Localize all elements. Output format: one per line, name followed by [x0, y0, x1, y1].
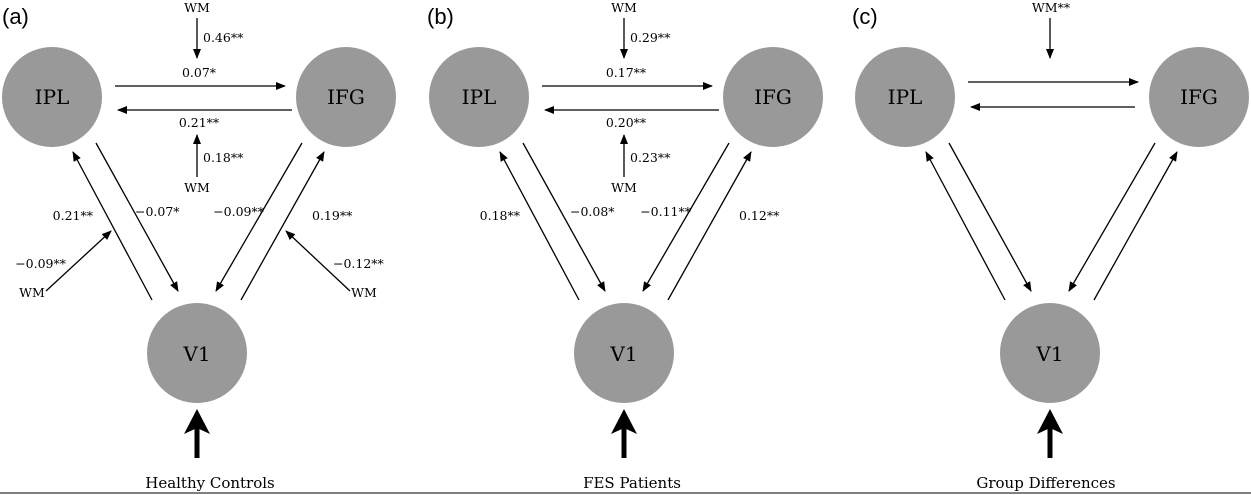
wm-label-mid: WM: [184, 180, 210, 195]
edge-ifg-to-v1: [1068, 142, 1156, 292]
coef-ifg-to-v1: −0.09**: [213, 204, 265, 219]
edge-ipl-to-v1: [95, 142, 179, 292]
input-arrow-icon: [184, 409, 210, 434]
coef-ipl-to-ifg: 0.17**: [606, 65, 647, 80]
wm-label-top: WM: [184, 0, 210, 15]
coef-ipl-to-ifg: 0.07*: [182, 65, 217, 80]
node-ifg: [1149, 47, 1249, 147]
panel-b: (b) IPL IFG V1 WM 0.29** 0.17** 0.20** 0…: [427, 0, 823, 492]
node-ifg-label: IFG: [754, 85, 792, 109]
wm-label-left: WM: [19, 285, 45, 300]
node-ifg-label: IFG: [1180, 85, 1218, 109]
panel-caption: FES Patients: [583, 474, 681, 492]
node-v1: [147, 303, 247, 403]
panel-caption: Healthy Controls: [145, 474, 275, 492]
coef-ifg-to-ipl: 0.21**: [179, 115, 220, 130]
node-ifg: [723, 47, 823, 147]
node-ipl-label: IPL: [888, 85, 923, 109]
node-ipl: [429, 47, 529, 147]
wm-label-right: WM: [351, 285, 377, 300]
panel-caption: Group Differences: [976, 474, 1115, 492]
node-ipl: [855, 47, 955, 147]
edge-v1-to-ifg: [240, 151, 325, 301]
coef-ipl-to-v1: −0.08*: [570, 204, 615, 219]
wm-label-top: WM**: [1032, 0, 1071, 15]
edge-v1-to-ifg: [667, 151, 752, 301]
coef-wm-top: 0.29**: [630, 30, 671, 45]
panel-letter: (c): [852, 4, 878, 29]
node-ipl-label: IPL: [35, 85, 70, 109]
panel-letter: (a): [2, 4, 29, 29]
coef-wm-mid: 0.23**: [630, 150, 671, 165]
edge-v1-to-ipl: [72, 151, 153, 301]
edge-ifg-to-v1: [642, 142, 730, 292]
coef-wm-top: 0.46**: [203, 30, 244, 45]
edge-ipl-to-v1: [522, 142, 606, 292]
node-v1-label: V1: [182, 342, 210, 366]
wm-label-mid: WM: [611, 180, 637, 195]
panel-a: (a) IPL IFG V1 WM 0.46** 0.07* 0.21** 0.…: [2, 0, 396, 492]
node-v1-label: V1: [1035, 342, 1063, 366]
edge-ifg-to-v1: [215, 142, 303, 292]
edge-ipl-to-v1: [948, 142, 1032, 292]
panel-letter: (b): [427, 4, 454, 29]
input-arrow-icon: [1037, 409, 1063, 434]
coef-ifg-to-v1: −0.11**: [640, 204, 692, 219]
node-v1: [1000, 303, 1100, 403]
input-arrow-icon: [611, 409, 637, 434]
edge-wm-right: [285, 230, 351, 292]
node-v1-label: V1: [609, 342, 637, 366]
coef-wm-mid: 0.18**: [203, 150, 244, 165]
coef-wm-right: −0.12**: [333, 256, 385, 271]
node-ifg: [296, 47, 396, 147]
panel-c: (c) IPL IFG V1 WM** Group Differences: [852, 0, 1249, 492]
node-ipl-label: IPL: [462, 85, 497, 109]
coef-ipl-to-v1: −0.07*: [135, 204, 180, 219]
coef-v1-to-ifg: 0.19**: [312, 208, 353, 223]
edge-v1-to-ipl: [925, 151, 1006, 301]
node-v1: [574, 303, 674, 403]
wm-label-top: WM: [611, 0, 637, 15]
edge-v1-to-ifg: [1093, 151, 1178, 301]
node-ipl: [2, 47, 102, 147]
coef-v1-to-ifg: 0.12**: [739, 208, 780, 223]
edge-wm-left: [45, 230, 112, 292]
coef-ifg-to-ipl: 0.20**: [606, 115, 647, 130]
coef-v1-to-ipl: 0.18**: [480, 208, 521, 223]
coef-v1-to-ipl: 0.21**: [53, 208, 94, 223]
edge-v1-to-ipl: [499, 151, 580, 301]
node-ifg-label: IFG: [327, 85, 365, 109]
coef-wm-left: −0.09**: [15, 256, 67, 271]
